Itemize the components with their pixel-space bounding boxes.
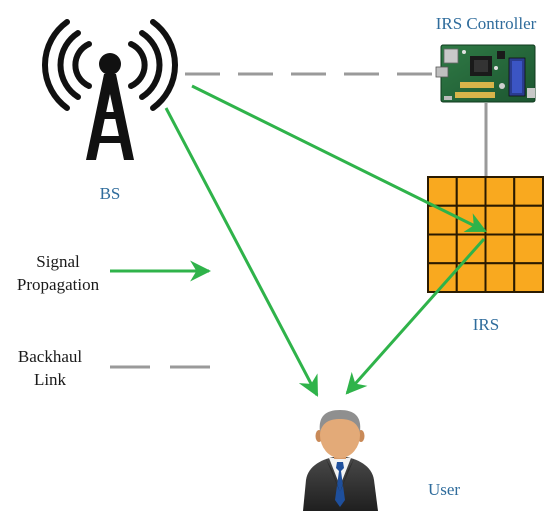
circuit-board-icon bbox=[435, 44, 536, 103]
irs-element bbox=[455, 176, 487, 207]
legend: Signal Propagation Backhaul Link bbox=[17, 252, 212, 389]
irs-element bbox=[513, 176, 544, 207]
irs-element bbox=[427, 176, 458, 207]
irs-label: IRS bbox=[473, 315, 499, 334]
irs-reflecting-surface bbox=[427, 176, 544, 293]
bs-tower-icon bbox=[42, 19, 178, 160]
signal-arrow-irs-to-user bbox=[345, 238, 486, 395]
legend-backhaul-label-line1: Backhaul bbox=[18, 347, 82, 366]
legend-backhaul-label-line2: Link bbox=[34, 370, 67, 389]
irs-element bbox=[484, 233, 516, 265]
legend-signal-label-line2: Propagation bbox=[17, 275, 100, 294]
irs-element bbox=[484, 176, 516, 207]
bs-label: BS bbox=[100, 184, 121, 203]
irs-element bbox=[513, 204, 544, 236]
irs-element bbox=[455, 233, 487, 265]
legend-signal-label-line1: Signal bbox=[36, 252, 80, 271]
irs-element bbox=[427, 233, 458, 265]
irs-element bbox=[455, 262, 487, 293]
irs-element bbox=[513, 262, 544, 293]
irs-element bbox=[513, 233, 544, 265]
signal-arrow-bs-to-user bbox=[164, 107, 319, 397]
person-icon bbox=[303, 410, 378, 511]
signal-arrow-bs-to-irs bbox=[191, 84, 487, 233]
irs-controller-label: IRS Controller bbox=[436, 14, 537, 33]
irs-element bbox=[484, 262, 516, 293]
user-label: User bbox=[428, 480, 460, 499]
irs-element bbox=[484, 204, 516, 236]
